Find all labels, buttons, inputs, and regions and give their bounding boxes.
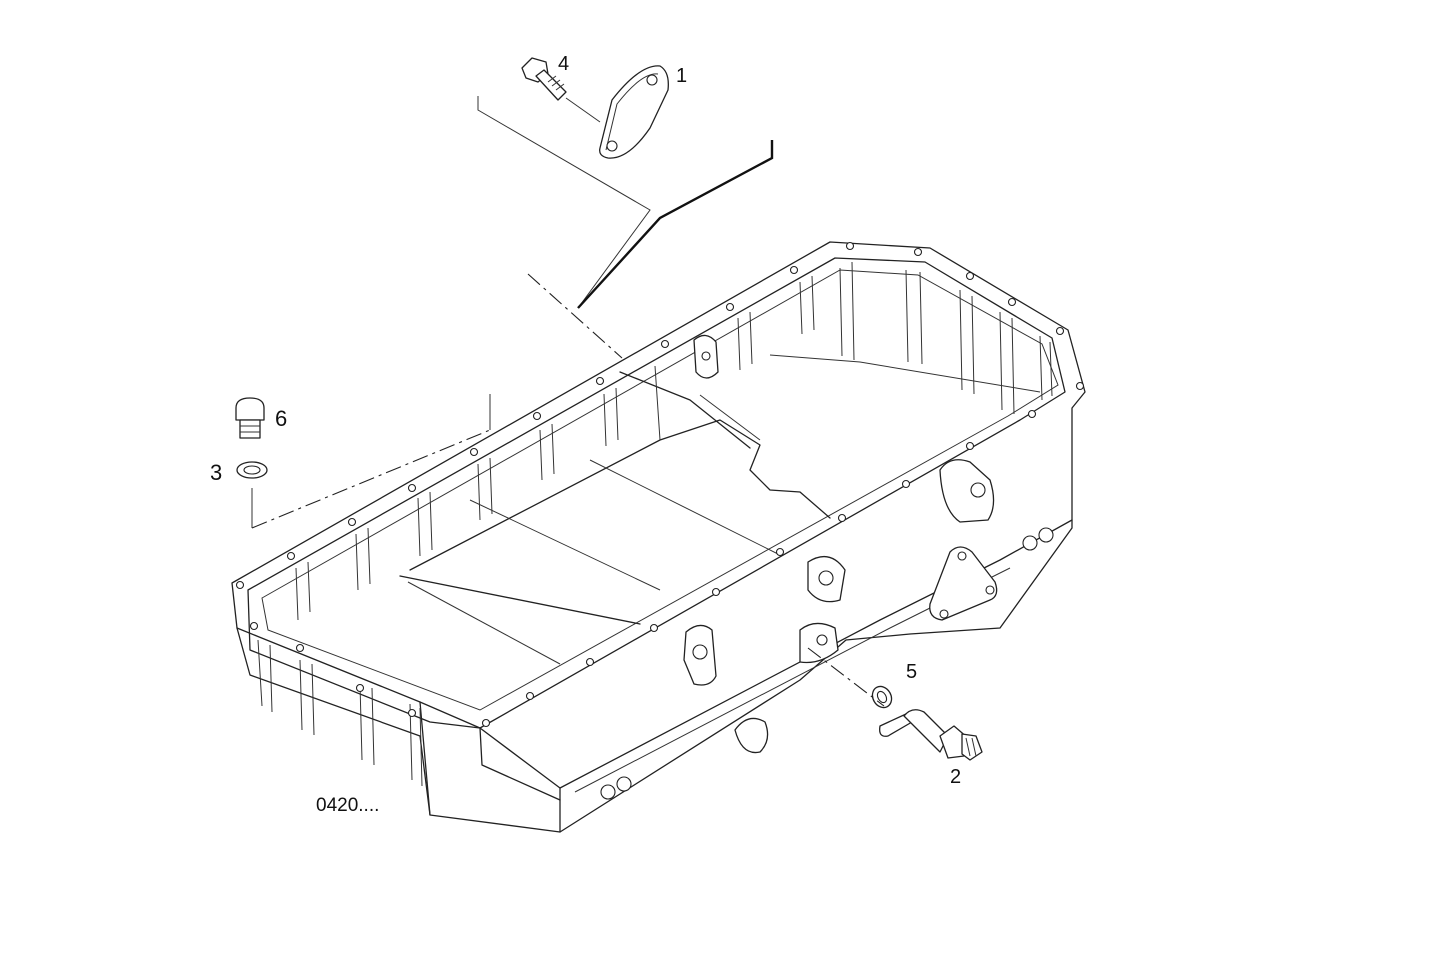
leader-lines	[251, 96, 885, 707]
callout-5: 5	[906, 661, 917, 683]
drain-valve-part-2	[879, 709, 983, 761]
reference-code: 0420....	[316, 795, 379, 816]
callout-3: 3	[210, 460, 222, 485]
callout-labels: 1 2 3 4 5 6 0420....	[210, 53, 961, 816]
washer-part-5	[871, 685, 893, 709]
callout-1: 1	[676, 65, 687, 87]
oil-pan	[231, 241, 1086, 833]
callout-2: 2	[950, 766, 961, 788]
flange-bolt-holes	[235, 241, 1085, 728]
plug-part-6	[235, 397, 265, 439]
washer-part-3	[236, 461, 268, 479]
callout-4: 4	[558, 53, 569, 75]
bolt-part-4	[521, 57, 567, 101]
cover-plate-part-1	[599, 65, 669, 159]
callout-6: 6	[275, 406, 287, 431]
